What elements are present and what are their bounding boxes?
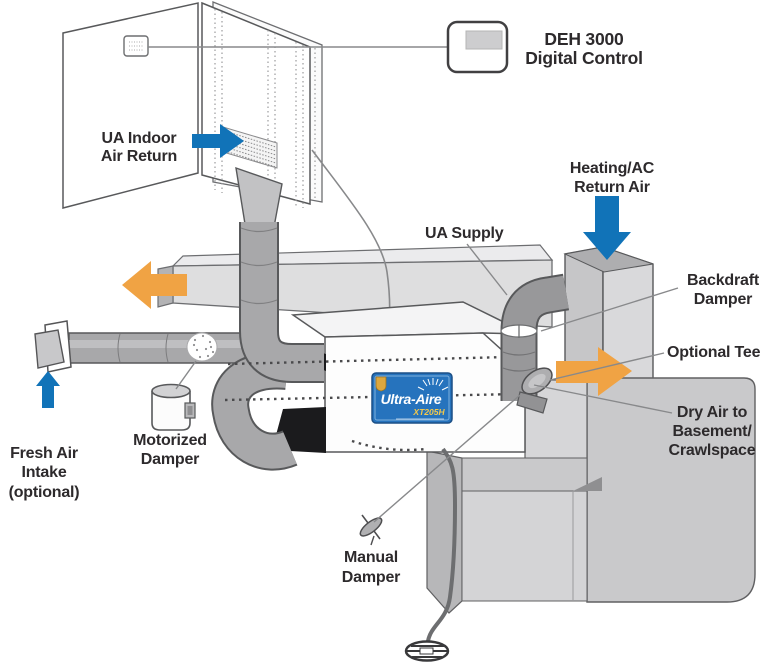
label-heating-1: Heating/AC xyxy=(570,160,655,177)
return-duct-opening xyxy=(563,246,654,273)
dry-air-arrow-right xyxy=(556,347,632,396)
leader-line-ua-supply xyxy=(466,243,508,296)
label-optional-tee: Optional Tee xyxy=(667,344,761,361)
motorized-damper-location xyxy=(186,332,218,362)
indoor-return-arrow-right xyxy=(192,124,244,158)
label-fresh-air-1: Fresh Air xyxy=(10,445,78,462)
leader-line-optional-tee xyxy=(549,352,665,381)
plenum-ledge xyxy=(461,457,588,492)
label-motorized-2: Damper xyxy=(141,451,199,468)
nameplate-background xyxy=(371,372,453,424)
fresh-air-arrow-up xyxy=(36,371,60,408)
plenum-notch xyxy=(573,477,602,491)
nameplate-model: XT205H xyxy=(412,407,445,417)
power-cord xyxy=(426,447,458,642)
leader-line-motorized xyxy=(175,360,197,390)
label-backdraft-2: Damper xyxy=(694,291,752,308)
fresh-air-duct xyxy=(34,320,253,373)
label-deh-1: DEH 3000 xyxy=(544,29,624,49)
award-shield-icon xyxy=(375,376,387,392)
label-motorized-1: Motorized xyxy=(133,432,207,449)
wall-stud-lines xyxy=(214,9,316,208)
leader-line-backdraft xyxy=(540,287,679,332)
plenum-apron xyxy=(461,490,588,602)
wall-thermostat-icon xyxy=(123,35,149,57)
label-dry-air-3: Crawlspace xyxy=(669,442,756,459)
label-manual-1: Manual xyxy=(344,549,398,566)
lower-hook-duct xyxy=(213,353,297,469)
hidden-duct-lines xyxy=(224,355,519,452)
leader-line-dry-air xyxy=(533,384,673,414)
plenum-right-panel xyxy=(586,377,756,603)
label-backdraft-1: Backdraft xyxy=(687,272,760,289)
label-ua-indoor-1: UA Indoor xyxy=(102,130,177,147)
label-manual-2: Damper xyxy=(342,569,400,586)
intake-hood-flap xyxy=(34,329,65,369)
label-deh-2: Digital Control xyxy=(525,48,643,68)
unit-nameplate: Ultra-Aire XT205H xyxy=(371,372,453,424)
exhaust-air-arrow-left xyxy=(122,261,187,309)
label-ua-indoor-2: Air Return xyxy=(101,148,177,165)
fresh-air-pipe-highlight xyxy=(69,340,252,348)
plenum-left-face xyxy=(426,450,463,614)
sunburst-icon xyxy=(417,378,449,391)
wall-left-panel xyxy=(62,2,199,209)
deh-control-screen xyxy=(465,30,503,50)
leader-lines xyxy=(175,243,679,523)
deh-control xyxy=(148,20,509,74)
wall-front-panel xyxy=(201,1,311,205)
manual-damper-icon xyxy=(359,514,383,546)
label-dry-air-1: Dry Air to xyxy=(677,404,748,421)
supply-elbow xyxy=(500,273,570,401)
leader-line-manual xyxy=(373,394,521,523)
label-heating-2: Return Air xyxy=(574,179,650,196)
wall-corner xyxy=(62,1,323,209)
label-ua-supply: UA Supply xyxy=(425,225,504,242)
motorized-damper-icon xyxy=(151,383,196,431)
label-fresh-air-3: (optional) xyxy=(9,484,80,501)
label-fresh-air-2: Intake xyxy=(21,464,66,481)
label-dry-air-2: Basement/ xyxy=(672,423,752,440)
nameplate-brand: Ultra-Aire xyxy=(381,391,442,407)
return-air-arrow-down xyxy=(583,196,631,260)
text-labels: UA Indoor Air Return DEH 3000 Digital Co… xyxy=(9,29,761,586)
furnace-plenum xyxy=(426,377,756,614)
condensate-drain-icon xyxy=(404,640,450,662)
